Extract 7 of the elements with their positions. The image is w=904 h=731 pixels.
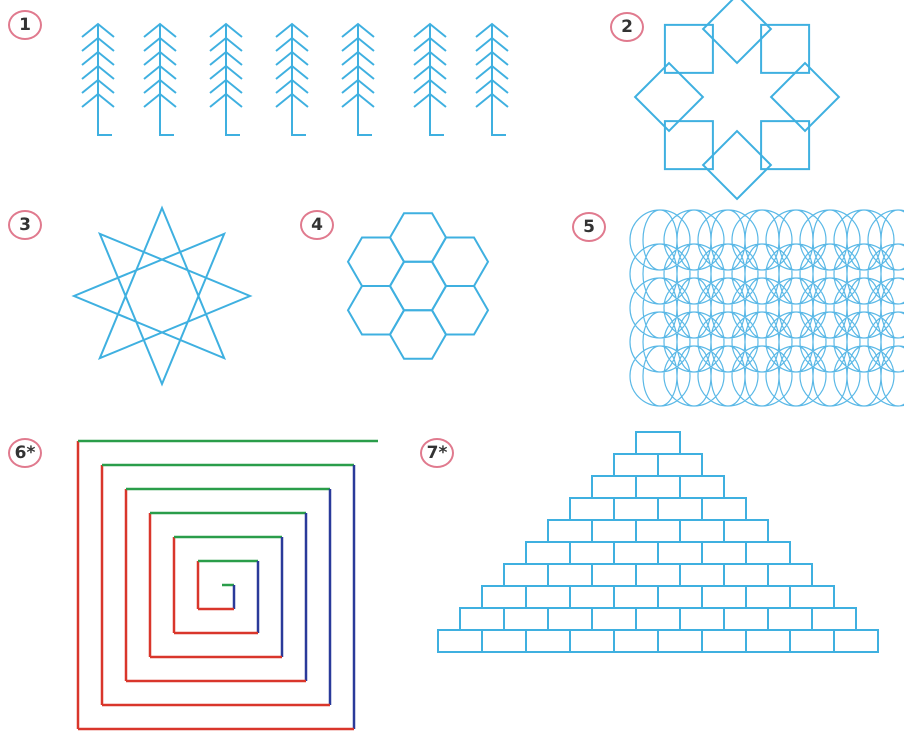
callout-number: 1 xyxy=(8,10,42,40)
callout-number: 6* xyxy=(8,438,42,468)
callout-number: 5 xyxy=(572,212,606,242)
callout-number: 4 xyxy=(300,210,334,240)
callout-number: 3 xyxy=(8,210,42,240)
callout-number: 7* xyxy=(420,438,454,468)
callout-number: 2 xyxy=(610,12,644,42)
